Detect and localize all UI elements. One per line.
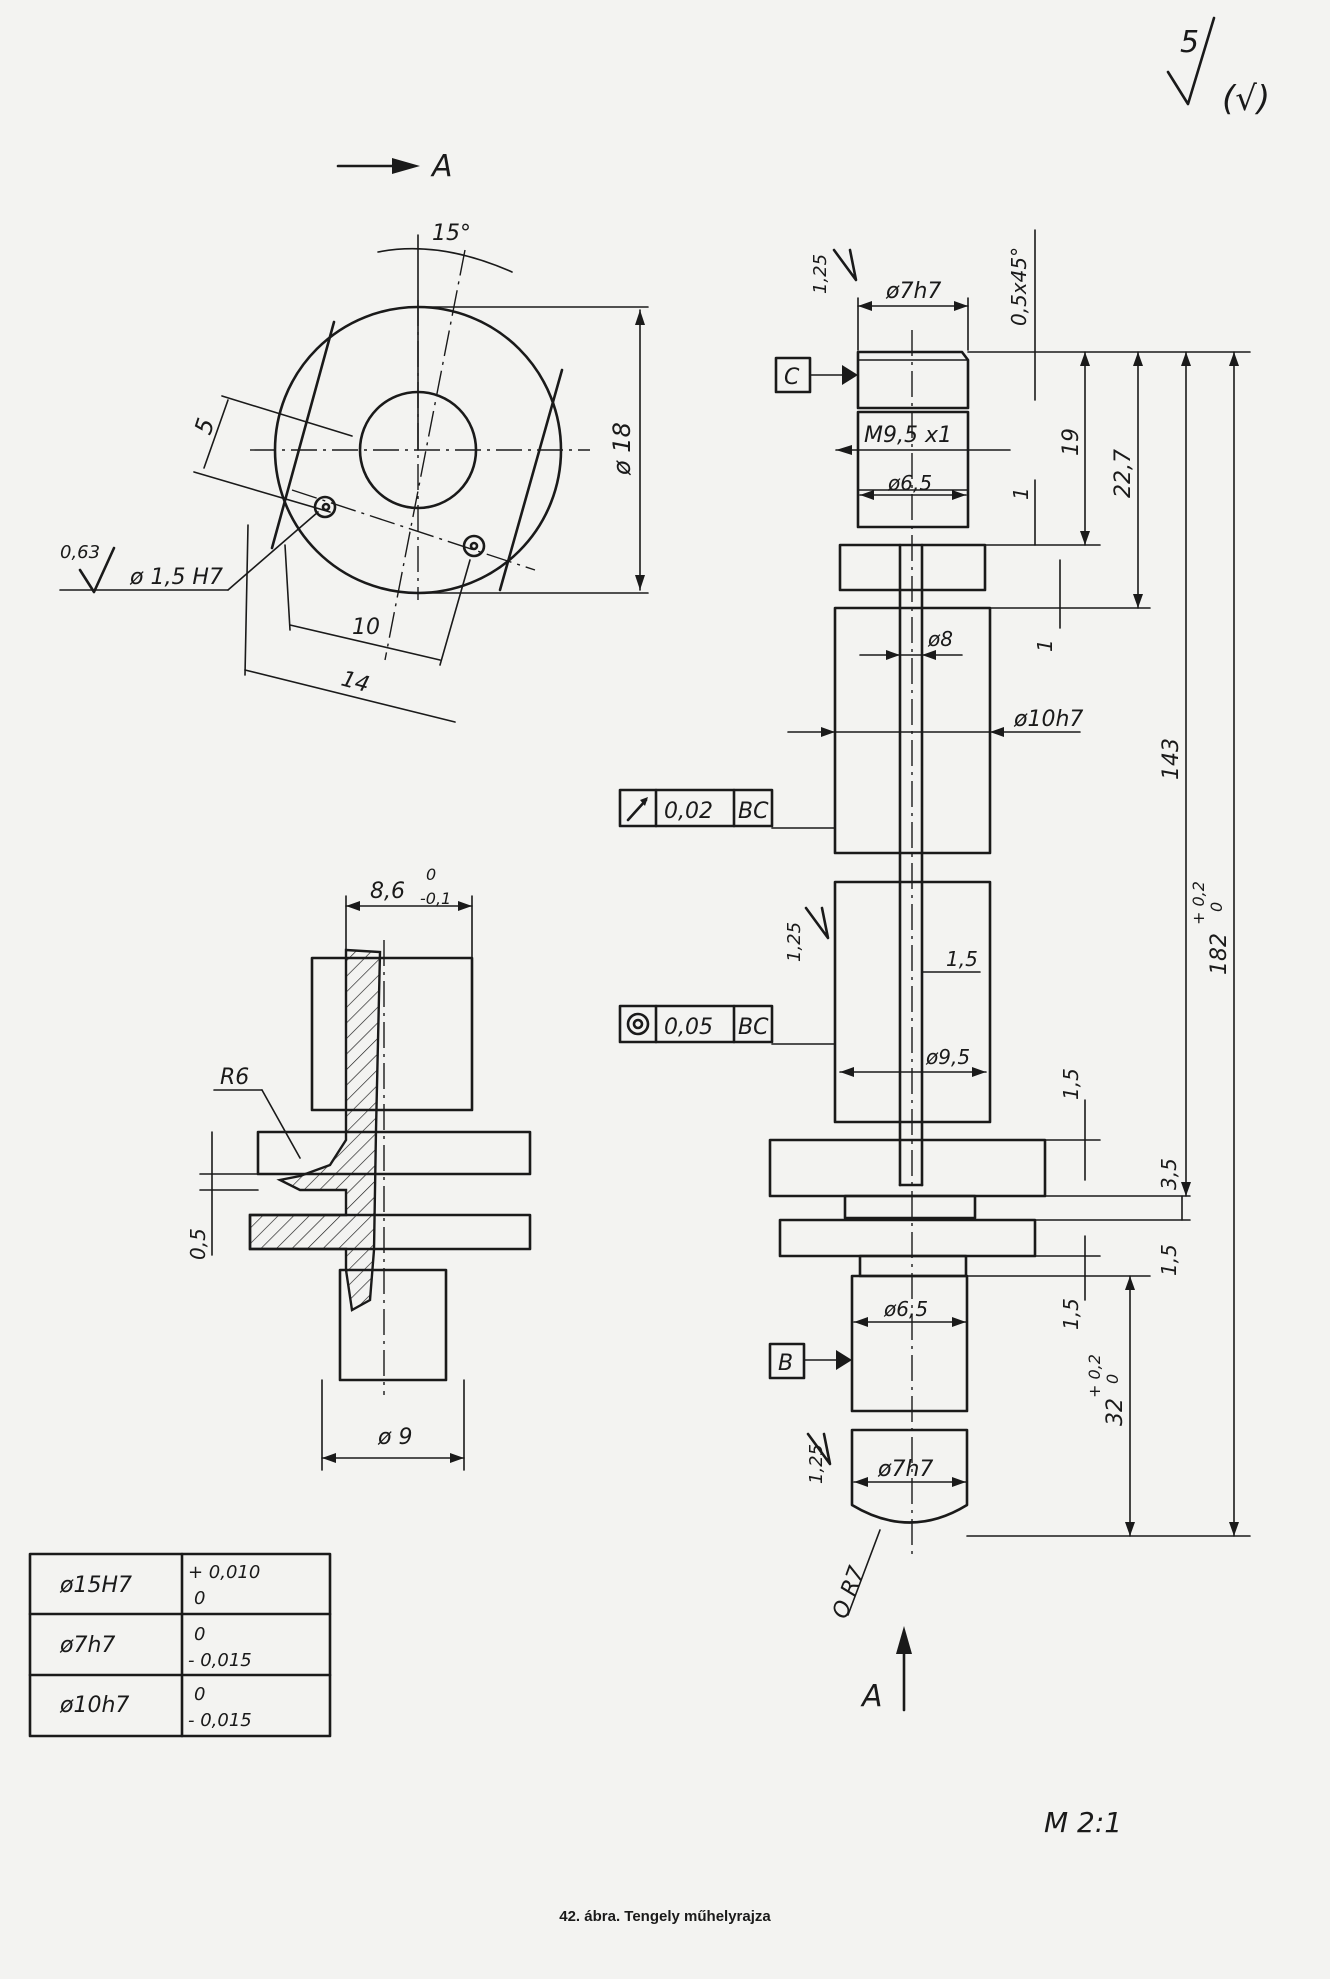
dim-thread: M9,5 x1 xyxy=(864,423,952,448)
dim-chamfer: 0,5x45° xyxy=(1007,247,1031,326)
dim-dia-9: ø 9 xyxy=(377,1425,412,1450)
dim-1-5-b: 1,5 xyxy=(1157,1244,1181,1276)
dim-32: 32 xyxy=(1103,1398,1128,1426)
dim-end-radius: O R7 xyxy=(828,1563,870,1622)
dim-1-5-c: 1,5 xyxy=(1059,1298,1083,1330)
dim-width-tol-upper: 0 xyxy=(426,865,436,884)
table-lower-1: 0 xyxy=(194,1588,205,1609)
tolerance-table: ø15H7 + 0,010 0 ø7h7 0 - 0,015 ø10h7 0 -… xyxy=(28,1552,332,1738)
dim-pitch-14: 14 xyxy=(338,667,372,698)
hole-roughness: 0,63 xyxy=(60,542,100,563)
dim-bottom-dia: ø7h7 xyxy=(877,1457,933,1482)
table-lower-3: - 0,015 xyxy=(188,1710,252,1731)
table-upper-2: 0 xyxy=(194,1624,205,1645)
shaft-roughness-2: 1,25 xyxy=(784,922,805,962)
fcf-concentric-value: 0,05 xyxy=(664,1015,713,1040)
dim-182-tol-lower: 0 xyxy=(1207,902,1226,912)
figure-caption: 42. ábra. Tengely műhelyrajza xyxy=(559,1908,771,1925)
dim-groove-1-5: 1,5 xyxy=(946,947,978,971)
dim-main-dia: ø10h7 xyxy=(1013,707,1083,732)
roughness-value: 5 xyxy=(1180,25,1199,60)
dim-dia-18: ø 18 xyxy=(608,422,636,476)
dim-32-tol-lower: 0 xyxy=(1103,1374,1122,1384)
dim-1-b: 1 xyxy=(1033,639,1057,652)
view-arrow-a-top: A xyxy=(336,149,453,184)
general-roughness-symbol: 5 (√) xyxy=(1166,16,1270,119)
dim-gap-0-5: 0,5 xyxy=(186,1228,210,1260)
dim-radius-r6: R6 xyxy=(220,1065,249,1090)
dim-143: 143 xyxy=(1159,738,1184,780)
dim-lower-bore: ø9,5 xyxy=(925,1045,970,1069)
dim-1-a: 1 xyxy=(1009,487,1033,500)
view-label-a: A xyxy=(430,149,453,184)
shaft-roughness-3: 1,25 xyxy=(806,1444,827,1484)
scale-label: M 2:1 xyxy=(1044,1806,1122,1839)
fcf-concentric-datum: BC xyxy=(738,1015,769,1040)
table-fit-2: ø7h7 xyxy=(59,1633,115,1658)
shaft-view: C B ø7h7 1,25 0,5x45° M9,5 x1 ø6,5 xyxy=(618,229,1251,1714)
datum-c: C xyxy=(784,365,800,390)
table-upper-1: + 0,010 xyxy=(188,1562,260,1583)
table-fit-1: ø15H7 xyxy=(59,1573,132,1598)
dim-1-5-a: 1,5 xyxy=(1059,1068,1083,1100)
dim-hole-1-5h7: ø 1,5 H7 xyxy=(129,565,223,590)
fcf-runout: 0,02 BC xyxy=(618,788,836,829)
fcf-runout-value: 0,02 xyxy=(664,799,713,824)
dim-3-5: 3,5 xyxy=(1157,1158,1181,1190)
table-fit-3: ø10h7 xyxy=(59,1693,129,1718)
dim-bore-dia: ø8 xyxy=(927,627,953,651)
end-view: A 15° ø 18 5 10 14 xyxy=(59,149,649,723)
dim-182-tol-upper: + 0,2 xyxy=(1189,881,1208,925)
dim-182: 182 xyxy=(1207,933,1232,975)
roughness-paren: (√) xyxy=(1222,79,1270,119)
dim-width-tol-lower: -0,1 xyxy=(420,889,451,908)
table-lower-2: - 0,015 xyxy=(188,1650,252,1671)
fcf-runout-datum: BC xyxy=(738,799,769,824)
datum-b: B xyxy=(778,1351,793,1376)
dim-groove-dia: ø6,5 xyxy=(887,471,932,495)
dim-width-5: 5 xyxy=(189,415,220,438)
dim-19: 19 xyxy=(1059,428,1084,456)
dim-pitch-10: 10 xyxy=(352,615,380,640)
fcf-concentricity: 0,05 BC xyxy=(618,1004,836,1045)
angle-15: 15° xyxy=(432,221,471,246)
view-label-a-bottom: A xyxy=(860,1679,883,1714)
table-upper-3: 0 xyxy=(194,1684,205,1705)
dim-width-8-6: 8,6 xyxy=(370,879,405,904)
section-view: 8,6 0 -0,1 R6 0,5 ø 9 xyxy=(186,865,532,1471)
dim-22-7: 22,7 xyxy=(1111,449,1136,498)
shaft-roughness-1: 1,25 xyxy=(810,254,831,294)
dim-top-dia: ø7h7 xyxy=(885,279,941,304)
dim-neck-dia: ø6,5 xyxy=(883,1297,928,1321)
dim-32-tol-upper: + 0,2 xyxy=(1085,1354,1104,1398)
